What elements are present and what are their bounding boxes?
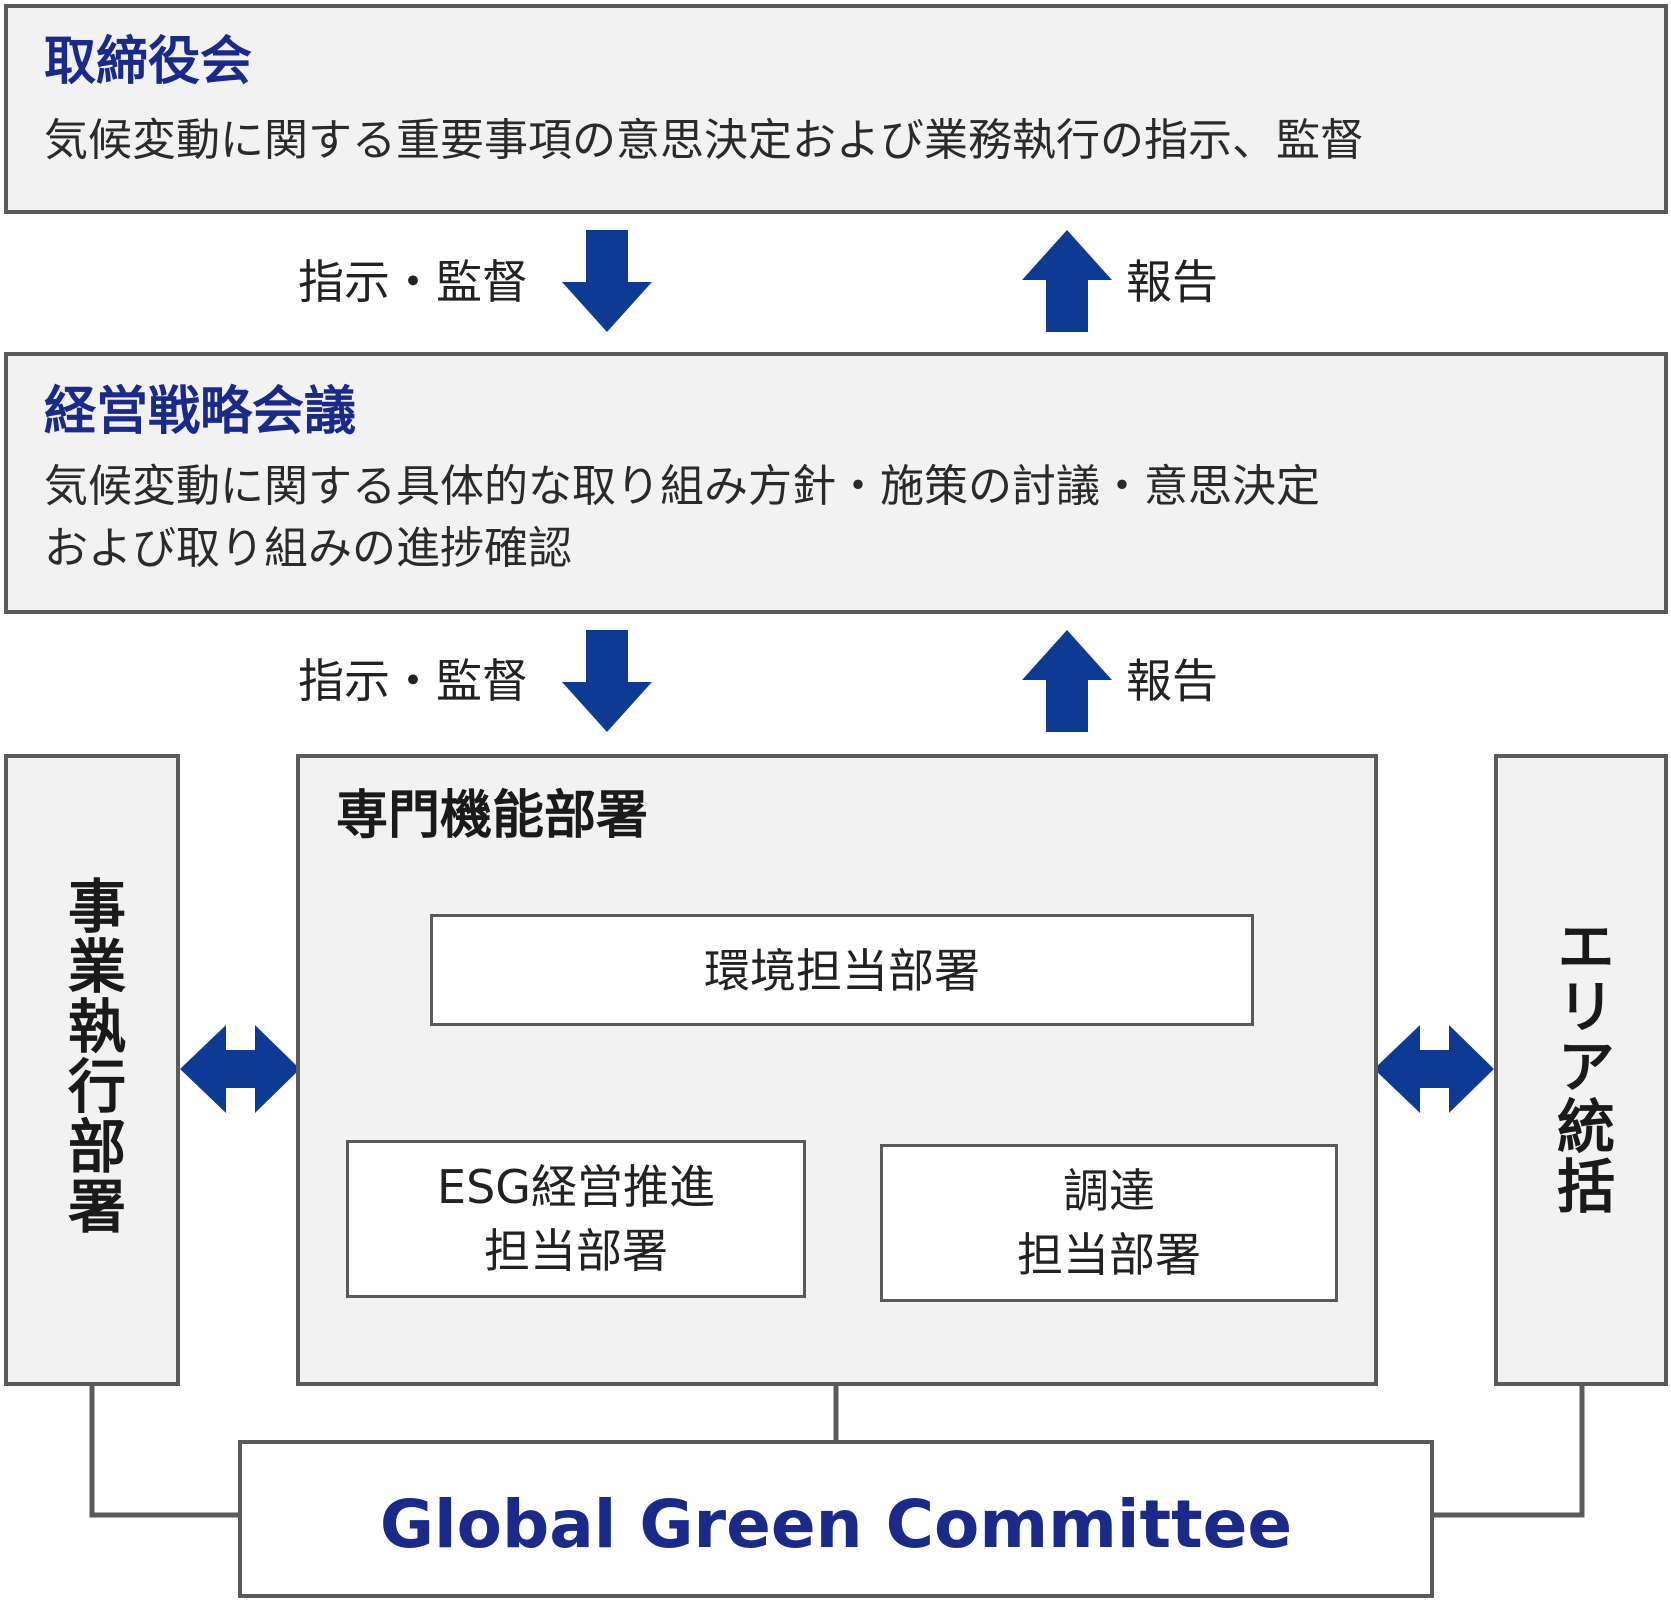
label-instruct-mid: 指示・監督	[298, 654, 528, 708]
procurement-dept-box: 調達 担当部署	[880, 1144, 1338, 1302]
board-desc: 気候変動に関する重要事項の意思決定および業務執行の指示、監督	[44, 115, 1364, 166]
esg-dept-line2: 担当部署	[484, 1224, 668, 1278]
arrow-both-right	[1374, 1025, 1494, 1113]
arrow-up-top	[1022, 230, 1112, 332]
arrow-up-mid	[1022, 630, 1112, 732]
env-dept-box: 環境担当部署	[430, 914, 1254, 1026]
committee-box: Global Green Committee	[238, 1440, 1434, 1598]
area-dept-label: エリア統括	[1547, 916, 1615, 1216]
arrow-down-mid	[562, 630, 652, 732]
strategy-title: 経営戦略会議	[44, 382, 357, 442]
committee-label: Global Green Committee	[379, 1486, 1293, 1563]
esg-dept-line1: ESG経営推進	[437, 1160, 715, 1214]
board-box: 取締役会 気候変動に関する重要事項の意思決定および業務執行の指示、監督	[4, 4, 1668, 214]
label-instruct-top: 指示・監督	[298, 255, 528, 309]
board-title: 取締役会	[44, 32, 253, 92]
strategy-desc-line2: および取り組みの進捗確認	[44, 523, 572, 574]
arrow-down-top	[562, 230, 652, 332]
strategy-desc-line1: 気候変動に関する具体的な取り組み方針・施策の討議・意思決定	[44, 461, 1320, 512]
functional-dept-title: 専門機能部署	[336, 786, 649, 846]
business-dept-box: 事業執行部署	[4, 754, 180, 1386]
procurement-dept-line2: 担当部署	[1017, 1228, 1201, 1282]
label-report-mid: 報告	[1126, 654, 1218, 708]
env-dept-label: 環境担当部署	[704, 944, 980, 998]
connector-left	[89, 1385, 238, 1518]
strategy-box: 経営戦略会議 気候変動に関する具体的な取り組み方針・施策の討議・意思決定 および…	[4, 352, 1668, 614]
business-dept-label: 事業執行部署	[58, 876, 126, 1236]
label-report-top: 報告	[1126, 255, 1218, 309]
area-dept-box: エリア統括	[1494, 754, 1668, 1386]
procurement-dept-line1: 調達	[1063, 1164, 1155, 1218]
connector-right	[1432, 1385, 1585, 1518]
esg-dept-box: ESG経営推進 担当部署	[346, 1140, 806, 1298]
arrow-both-left	[180, 1025, 300, 1113]
